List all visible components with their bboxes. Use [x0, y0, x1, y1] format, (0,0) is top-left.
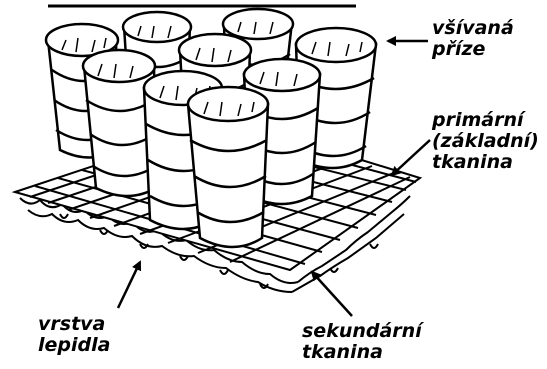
label-tufted-yarn: všívaná příze	[432, 18, 514, 60]
label-line: vrstva	[38, 314, 110, 335]
label-line: primární	[432, 110, 539, 131]
label-line: všívaná	[432, 18, 514, 39]
arrow-icon	[118, 262, 140, 308]
label-line: tkanina	[432, 152, 539, 173]
label-secondary-backing: sekundární tkanina	[302, 321, 422, 363]
label-line: tkanina	[302, 342, 422, 363]
label-adhesive-layer: vrstva lepidla	[38, 314, 110, 356]
label-line: (základní)	[432, 131, 539, 152]
yarn-bundle	[188, 87, 268, 247]
arrow-icon	[312, 272, 352, 316]
label-line: sekundární	[302, 321, 422, 342]
label-primary-backing: primární (základní) tkanina	[432, 110, 539, 173]
arrow-icon	[392, 140, 430, 175]
label-line: lepidla	[38, 335, 110, 356]
label-line: příze	[432, 39, 514, 60]
